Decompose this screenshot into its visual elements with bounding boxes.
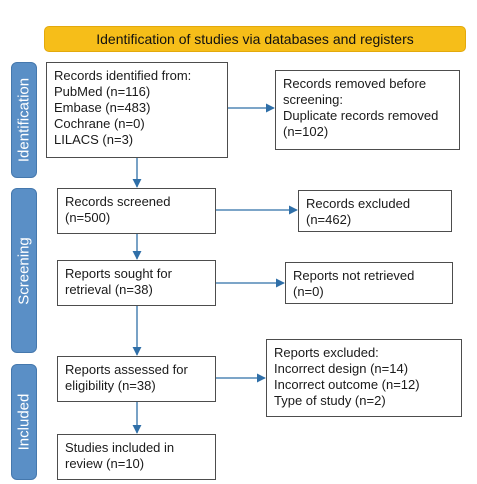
- reports-sought-line-1: Reports sought for: [65, 266, 172, 281]
- studies-included-line-1: Studies included in: [65, 440, 175, 455]
- phase-included: Included: [11, 364, 37, 480]
- reports-excluded-line-3: Incorrect outcome (n=12): [274, 377, 420, 392]
- records-identified-line-5: LILACS (n=3): [54, 132, 134, 147]
- records-removed-box: Records removed before screening: Duplic…: [275, 70, 460, 150]
- phase-identification: Identification: [11, 62, 37, 178]
- records-identified-line-1: Records identified from:: [54, 68, 192, 83]
- records-excluded-line-1: Records excluded: [306, 196, 411, 211]
- records-removed-line-3: Duplicate records removed: [283, 108, 439, 123]
- records-identified-box: Records identified from: PubMed (n=116) …: [46, 62, 228, 158]
- records-identified-line-4: Cochrane (n=0): [54, 116, 145, 131]
- reports-assessed-line-1: Reports assessed for: [65, 362, 188, 377]
- reports-sought-line-2: retrieval (n=38): [65, 282, 153, 297]
- reports-not-retrieved-line-2: (n=0): [293, 284, 324, 299]
- records-removed-line-1: Records removed before: [283, 76, 427, 91]
- records-screened-line-1: Records screened: [65, 194, 171, 209]
- reports-assessed-box: Reports assessed for eligibility (n=38): [57, 356, 216, 402]
- diagram-header: Identification of studies via databases …: [44, 26, 466, 52]
- records-identified-line-3: Embase (n=483): [54, 100, 151, 115]
- reports-sought-box: Reports sought for retrieval (n=38): [57, 260, 216, 306]
- records-identified-line-2: PubMed (n=116): [54, 84, 151, 99]
- studies-included-line-2: review (n=10): [65, 456, 145, 471]
- reports-not-retrieved-line-1: Reports not retrieved: [293, 268, 415, 283]
- phase-screening: Screening: [11, 188, 37, 353]
- reports-excluded-line-2: Incorrect design (n=14): [274, 361, 409, 376]
- records-excluded-box: Records excluded (n=462): [298, 190, 452, 232]
- studies-included-box: Studies included in review (n=10): [57, 434, 216, 480]
- reports-excluded-line-1: Reports excluded:: [274, 345, 379, 360]
- records-excluded-line-2: (n=462): [306, 212, 352, 227]
- records-screened-box: Records screened (n=500): [57, 188, 216, 234]
- records-screened-line-2: (n=500): [65, 210, 111, 225]
- reports-assessed-line-2: eligibility (n=38): [65, 378, 156, 393]
- reports-excluded-box: Reports excluded: Incorrect design (n=14…: [266, 339, 462, 417]
- records-removed-line-2: screening:: [283, 92, 343, 107]
- reports-not-retrieved-box: Reports not retrieved (n=0): [285, 262, 453, 304]
- records-removed-line-4: (n=102): [283, 124, 329, 139]
- reports-excluded-line-4: Type of study (n=2): [274, 393, 386, 408]
- diagram-header-text: Identification of studies via databases …: [96, 31, 414, 47]
